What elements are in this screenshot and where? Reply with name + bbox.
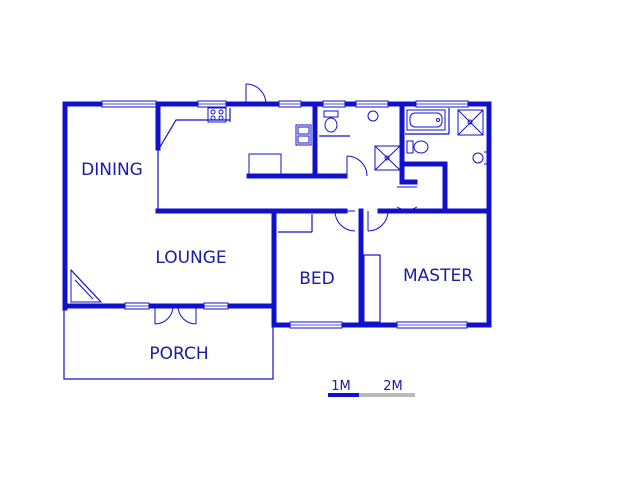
scale-label-1m: 1M xyxy=(331,379,351,394)
shower-icon-2 xyxy=(457,109,484,136)
door-master xyxy=(367,210,389,232)
shower-icon xyxy=(374,145,401,171)
exterior-walls xyxy=(62,101,492,328)
window-kitchen-1 xyxy=(197,100,227,108)
interior-walls xyxy=(155,101,492,328)
room-label-bed: BED xyxy=(299,269,335,289)
basin-icon xyxy=(367,110,379,122)
fireplace-icon xyxy=(70,268,103,303)
kitchen-sink-icon xyxy=(295,124,312,146)
basin-icon-2 xyxy=(472,151,489,165)
room-label-master: MASTER xyxy=(403,266,473,286)
room-label-dining: DINING xyxy=(81,160,143,180)
scale-label-2m: 2M xyxy=(383,379,403,394)
door-bed xyxy=(334,210,356,232)
door-kitchen-exterior xyxy=(245,83,267,105)
fixtures xyxy=(70,107,489,323)
stove-icon xyxy=(207,107,227,123)
window-bath-2 xyxy=(415,100,469,108)
door-porch-left xyxy=(154,305,174,325)
door-passage xyxy=(346,155,368,177)
kitchen-counter xyxy=(248,153,282,175)
door-bathroom xyxy=(396,186,418,211)
window-dining xyxy=(101,100,157,108)
window-bath-1 xyxy=(355,100,389,108)
bed-closet xyxy=(363,254,381,323)
window-porch-2 xyxy=(203,302,229,310)
window-master xyxy=(396,321,468,329)
bathtub-icon xyxy=(406,109,446,131)
toilet-icon xyxy=(323,110,339,133)
room-label-porch: PORCH xyxy=(149,344,208,364)
doors xyxy=(154,83,418,325)
scale-bar: 1M 2M xyxy=(328,379,415,397)
window-kitchen-2 xyxy=(278,100,302,108)
window-bed xyxy=(289,321,343,329)
room-labels: DINING LOUNGE BED MASTER PORCH xyxy=(81,160,473,364)
window-wc xyxy=(322,100,346,108)
window-porch-1 xyxy=(124,302,150,310)
door-porch-right xyxy=(177,305,197,325)
porch-outline xyxy=(63,308,274,380)
room-label-lounge: LOUNGE xyxy=(155,248,226,268)
toilet-icon-2 xyxy=(406,140,429,154)
windows xyxy=(101,100,469,329)
partitions xyxy=(157,108,450,322)
